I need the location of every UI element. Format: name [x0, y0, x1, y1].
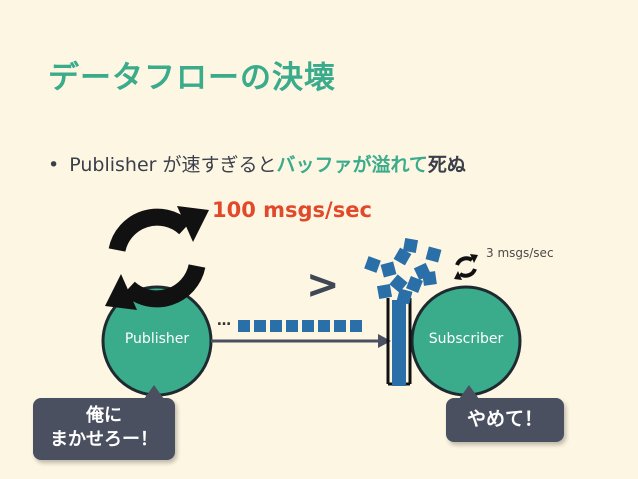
message-square-icon	[392, 312, 406, 326]
message-square-icon	[270, 320, 282, 332]
subscriber-speech-bubble: やめて！	[446, 385, 564, 442]
buffer-stack	[392, 300, 406, 386]
message-square-icon	[392, 324, 406, 338]
bullet-part-buffer: バッファが溢れて	[276, 154, 428, 176]
message-square-icon	[376, 283, 393, 300]
subscriber-label: Subscriber	[428, 331, 504, 347]
queue-messages	[238, 320, 362, 332]
message-square-icon	[406, 276, 423, 293]
arrow-right-icon	[378, 334, 391, 348]
message-square-icon	[425, 246, 442, 263]
message-square-icon	[286, 320, 298, 332]
message-square-icon	[392, 360, 406, 374]
publisher-label: Publisher	[124, 331, 190, 347]
message-square-icon	[396, 288, 413, 305]
message-square-icon	[238, 320, 250, 332]
publisher-rate: 100 msgs/sec	[212, 198, 372, 222]
message-square-icon	[422, 271, 437, 286]
message-square-icon	[318, 320, 330, 332]
message-square-icon	[334, 320, 346, 332]
message-square-icon	[350, 320, 362, 332]
subscriber-rate: 3 msgs/sec	[486, 246, 554, 260]
message-square-icon	[402, 237, 419, 254]
queue-ellipsis: …	[217, 313, 231, 329]
message-square-icon	[302, 320, 314, 332]
bullet-part-publisher: Publisher が速すぎると	[69, 154, 277, 176]
message-square-icon	[254, 320, 266, 332]
subscriber-sync-icon	[454, 254, 478, 280]
publisher-speech-line1: 俺に	[86, 405, 122, 426]
message-square-icon	[392, 372, 406, 386]
comparison-symbol: >	[306, 262, 340, 308]
message-square-icon	[364, 256, 381, 273]
slide-title: データフローの決壊	[48, 60, 336, 96]
subscriber-speech-text: やめて！	[466, 408, 543, 430]
message-square-icon	[393, 247, 412, 266]
overflow-messages	[364, 237, 442, 305]
message-square-icon	[380, 261, 397, 278]
message-square-icon	[392, 348, 406, 362]
bullet-marker: •	[48, 154, 60, 176]
bullet-part-die: 死ぬ	[427, 154, 466, 176]
publisher-speech-line2: まかせろー！	[50, 429, 158, 450]
publisher-sync-icon	[105, 206, 209, 310]
bullet-text: • Publisher が速すぎるとバッファが溢れて死ぬ	[48, 150, 466, 177]
message-square-icon	[389, 274, 408, 293]
message-square-icon	[392, 300, 406, 314]
message-square-icon	[392, 336, 406, 350]
publisher-speech-bubble: 俺に まかせろー！	[33, 385, 175, 460]
